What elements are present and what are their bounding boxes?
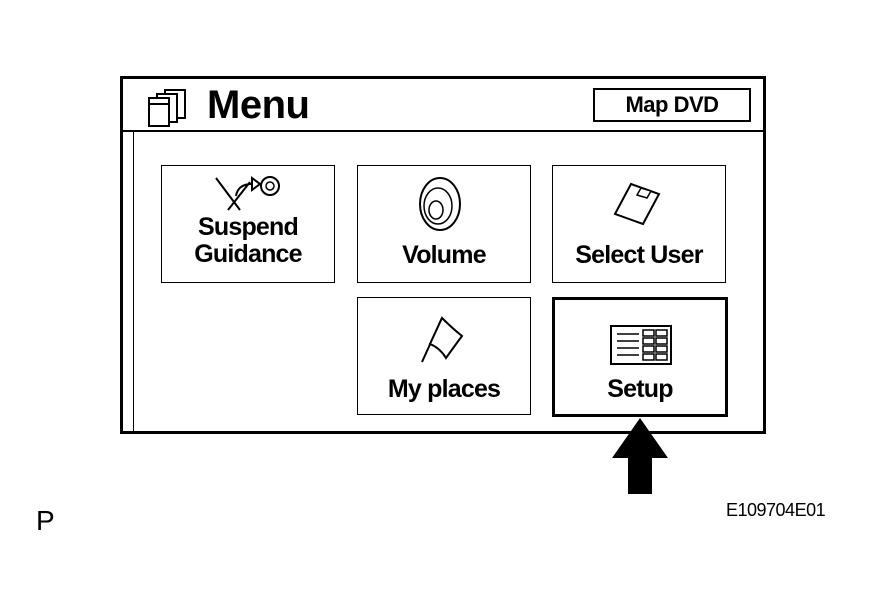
suspend-guidance-label-line2: Guidance xyxy=(194,240,302,268)
settings-grid-icon xyxy=(610,325,672,365)
setup-label: Setup xyxy=(607,375,673,403)
menu-pages-icon xyxy=(148,89,186,127)
volume-label: Volume xyxy=(402,241,486,269)
figure-letter: P xyxy=(36,505,55,536)
map-dvd-button[interactable]: Map DVD xyxy=(593,88,751,122)
figure-code: E109704E01 xyxy=(726,500,826,520)
select-user-label: Select User xyxy=(575,241,703,269)
up-arrow-icon xyxy=(612,418,668,494)
divider xyxy=(133,132,134,431)
my-places-button[interactable]: My places xyxy=(357,297,531,415)
suspend-guidance-label-line1: Suspend xyxy=(198,213,299,241)
page-title: Menu xyxy=(207,83,310,127)
navigation-screen: Menu Map DVD Suspend Guidance Volume Se xyxy=(120,76,766,434)
my-places-label: My places xyxy=(387,375,501,403)
speaker-icon xyxy=(419,177,461,231)
suspend-guidance-button[interactable]: Suspend Guidance xyxy=(161,165,335,283)
suspend-guidance-icon xyxy=(215,176,280,211)
select-user-button[interactable]: Select User xyxy=(552,165,726,283)
volume-button[interactable]: Volume xyxy=(357,165,531,283)
setup-button[interactable]: Setup xyxy=(552,297,728,417)
menu-header: Menu Map DVD xyxy=(123,79,763,132)
memory-card-icon xyxy=(613,182,661,226)
flag-icon xyxy=(421,316,464,363)
